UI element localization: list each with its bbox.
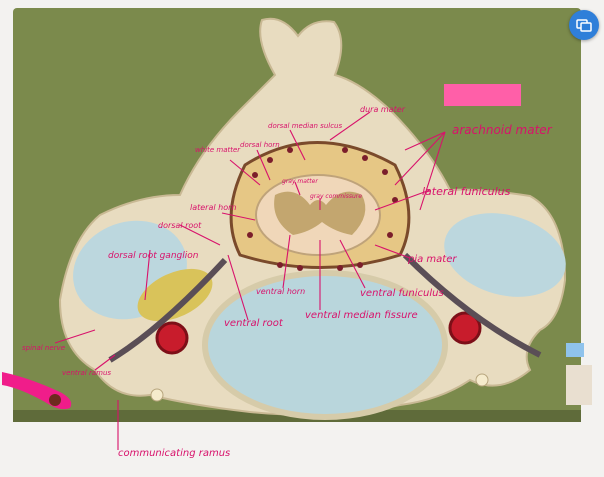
label-lateral-horn: lateral horn — [190, 203, 236, 212]
label-spinal-nerve: spinal nerve — [22, 344, 65, 352]
label-lateral-funiculus: lateral funiculus — [422, 185, 511, 198]
label-ventral-root: ventral root — [224, 318, 284, 329]
left-small-disc — [150, 388, 164, 402]
left-vertebral-artery — [155, 321, 189, 355]
label-arachnoid-mater: arachnoid mater — [452, 123, 553, 137]
ganglion-yellow — [137, 268, 213, 322]
redacted-label-box — [444, 84, 521, 106]
label-ventral-ramus: ventral ramus — [62, 369, 111, 377]
manufacturer-sticker — [566, 365, 592, 405]
label-ventral-funiculus: ventral funiculus — [360, 288, 444, 299]
label-dorsal-median-sulcus: dorsal median sulcus — [268, 122, 342, 130]
label-dorsal-root-ganglion: dorsal root ganglion — [108, 251, 199, 261]
label-dorsal-horn: dorsal horn — [240, 141, 280, 149]
right-small-disc — [475, 373, 489, 387]
label-ventral-median-fissure: ventral median fissure — [305, 310, 418, 321]
label-ventral-horn: ventral horn — [256, 287, 305, 296]
label-white-matter: white matter — [195, 146, 241, 154]
right-vertebral-artery — [448, 311, 482, 345]
label-gray-commissure: gray commissure — [310, 193, 362, 200]
label-pia-mater: pia mater — [407, 254, 457, 265]
blue-tape — [566, 343, 584, 357]
annotations: dura mater arachnoid mater lateral funic… — [22, 105, 553, 459]
intervertebral-disc — [202, 270, 448, 420]
tag-icon — [2, 372, 72, 410]
right-spinal-nerve — [402, 252, 542, 358]
label-dura-mater: dura mater — [360, 105, 406, 114]
label-gray-matter: gray matter — [282, 178, 318, 185]
label-dorsal-root: dorsal root — [158, 221, 202, 230]
left-spinal-nerve — [108, 257, 228, 363]
label-communicating-ramus: communicating ramus — [118, 448, 230, 459]
image-capture-icon — [576, 19, 592, 32]
right-transverse-disc — [444, 213, 566, 297]
vessel-dots — [247, 147, 398, 271]
gray-matter-shape — [274, 191, 366, 235]
image-capture-button[interactable] — [569, 10, 599, 40]
